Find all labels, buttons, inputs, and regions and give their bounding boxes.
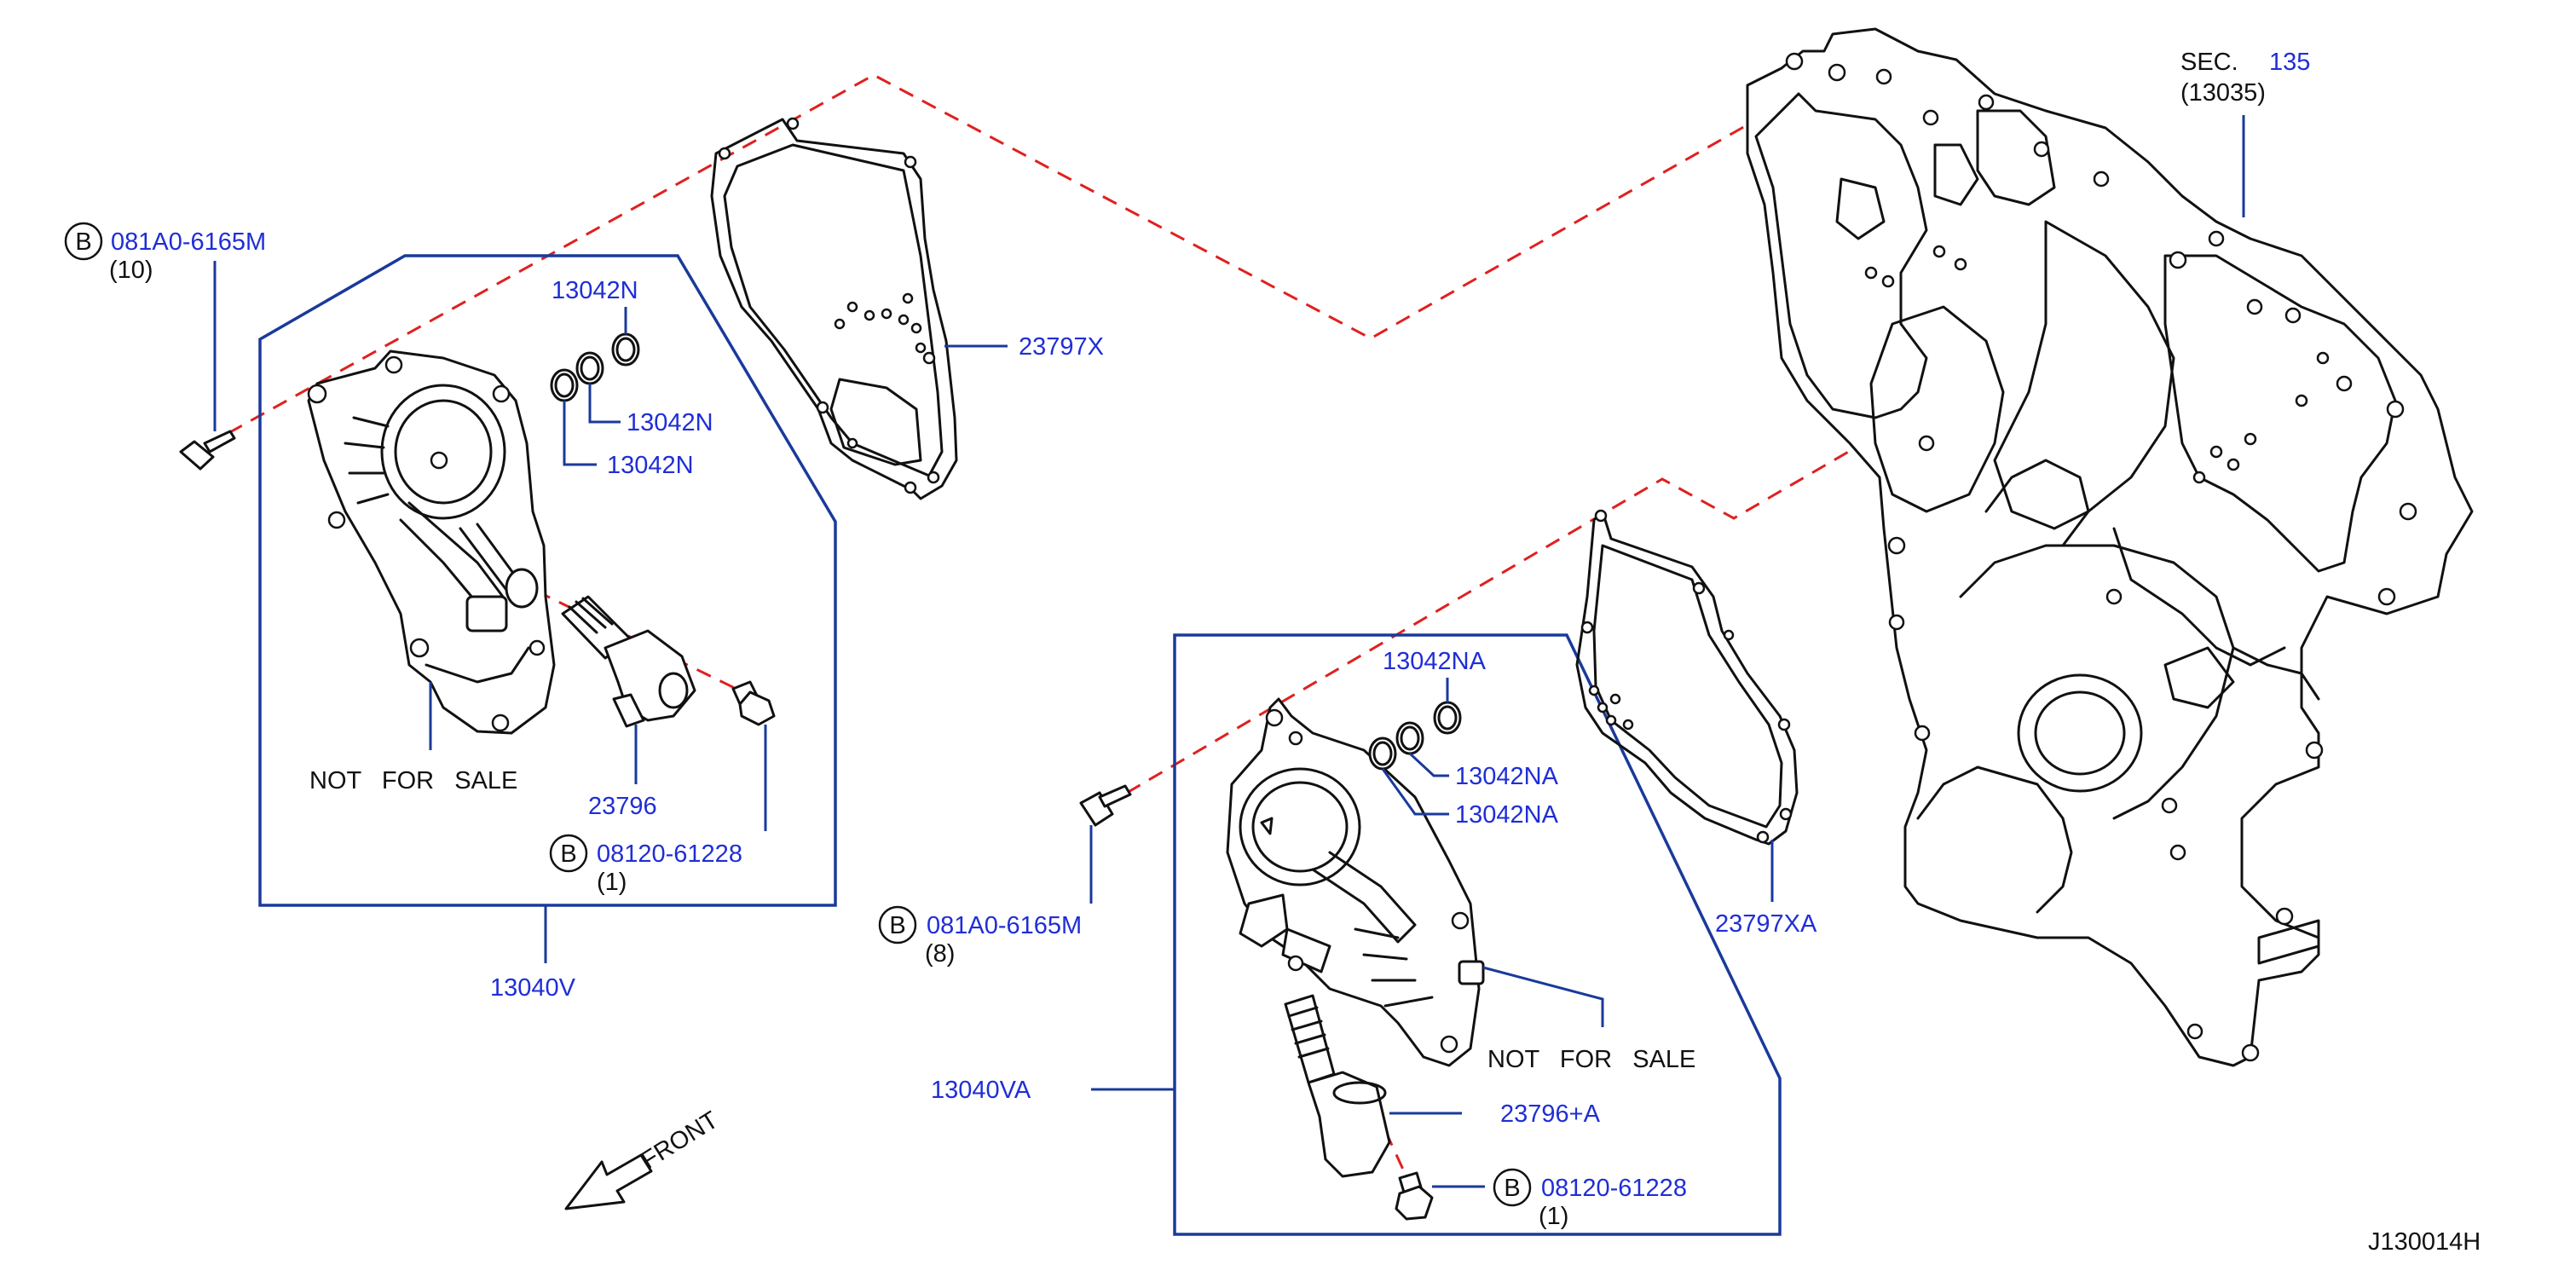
solenoid-valve-lower (1284, 994, 1391, 1178)
screw-marker-lower-text: B (1504, 1175, 1520, 1202)
screw-marker-lower (1493, 1168, 1532, 1207)
bolt-lower-qty-label: (8) (925, 940, 955, 968)
gasket-23797xa (1575, 510, 1799, 846)
screw-lower-qty-label: (1) (1539, 1203, 1568, 1230)
screw-marker-upper (549, 834, 588, 873)
screw-upper-part-label: 08120-61228 (597, 840, 742, 868)
cover-upper-label: 13040V (490, 974, 576, 1002)
bolt-marker-lower (878, 905, 917, 944)
section-ref-sec: SEC. (2180, 49, 2238, 76)
oring-l2-label: 13042NA (1455, 763, 1559, 790)
oring-l1-label: 13042NA (1383, 648, 1487, 675)
timing-chain-case (1746, 27, 2474, 1067)
screw-lower-part-label: 08120-61228 (1541, 1175, 1687, 1202)
bolt-marker-upper (64, 222, 103, 261)
gasket-upper-label: 23797X (1019, 333, 1104, 361)
section-ref-num: 135 (2269, 49, 2310, 76)
valve-lower-label: 23796+A (1500, 1100, 1601, 1128)
o-rings-lower (1368, 701, 1462, 771)
bolt-lower-part-label: 081A0-6165M (927, 912, 1082, 939)
frame-13040V (258, 254, 837, 907)
front-direction-arrow (564, 1153, 653, 1210)
frame-13040VA (1173, 633, 1782, 1236)
drawing-id: J130014H (2368, 1228, 2481, 1256)
nfs-upper-label: NOT FOR SALE (309, 767, 517, 794)
valve-upper-label: 23796 (588, 793, 657, 820)
cover-lower-label: 13040VA (931, 1077, 1031, 1104)
bolt-lower (1079, 784, 1132, 904)
timing-cover-lower (1226, 697, 1485, 1067)
bolt-upper (179, 261, 236, 471)
oring-u1-label: 13042N (552, 277, 638, 304)
bolt-upper-part-label: 081A0-6165M (111, 228, 266, 256)
alignment-line-upper (228, 73, 1767, 435)
bolt-marker-upper-text: B (75, 228, 91, 256)
screw-upper-qty-label: (1) (597, 869, 627, 896)
screw-marker-upper-text: B (560, 840, 576, 868)
section-ref-part: (13035) (2180, 79, 2266, 107)
timing-cover-upper (307, 349, 556, 735)
solenoid-valve-upper (561, 595, 696, 728)
gasket-lower-label: 23797XA (1715, 910, 1817, 938)
o-rings-upper (550, 332, 640, 402)
front-label: FRONT (637, 1106, 724, 1175)
oring-l3-label: 13042NA (1455, 801, 1559, 829)
screw-lower (1395, 1171, 1485, 1221)
bolt-upper-qty-label: (10) (109, 257, 153, 284)
nfs-lower-label: NOT FOR SALE (1487, 1046, 1695, 1073)
bolt-marker-lower-text: B (889, 912, 905, 939)
oring-u2-label: 13042N (627, 409, 713, 436)
oring-u3-label: 13042N (607, 452, 694, 479)
screw-upper (731, 680, 776, 831)
